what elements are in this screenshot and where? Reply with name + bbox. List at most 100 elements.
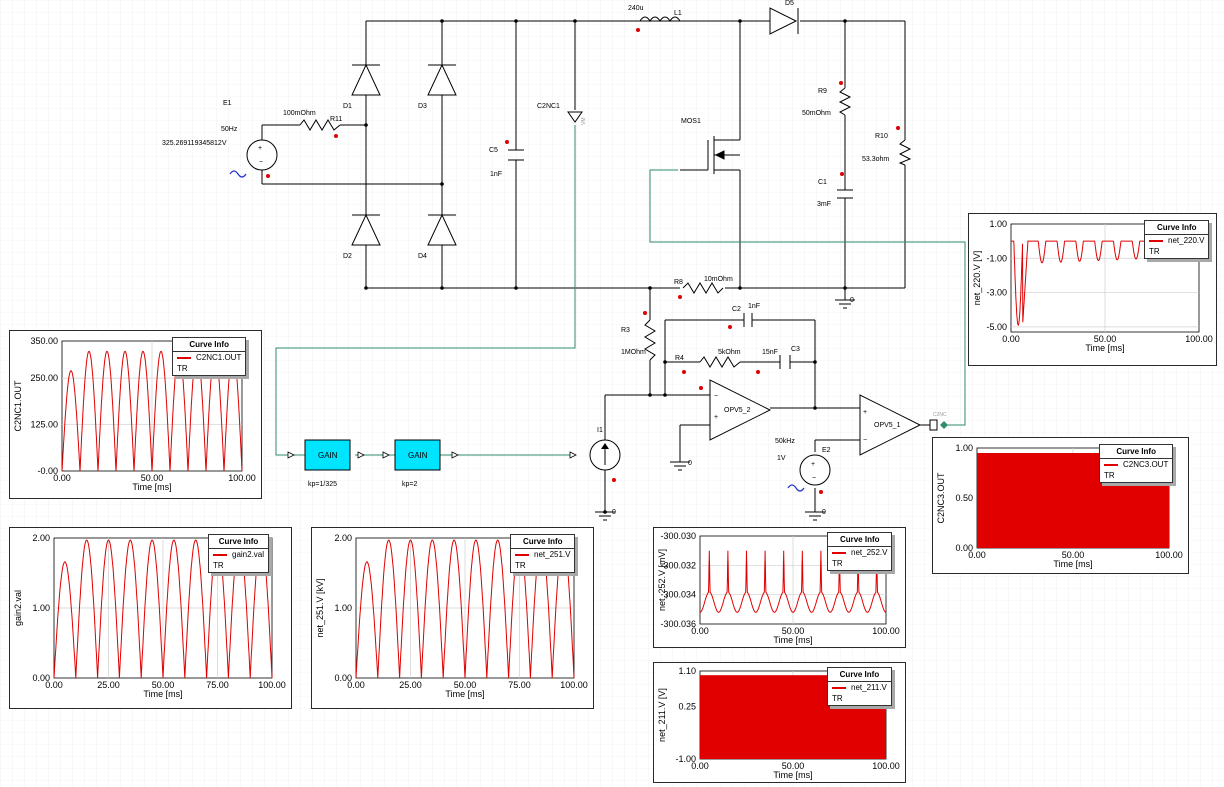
c1-value: 3mF bbox=[817, 201, 831, 208]
diode-d3[interactable] bbox=[427, 63, 457, 96]
c5-name: C5 bbox=[489, 147, 498, 154]
legend-analysis-type: TR bbox=[213, 561, 224, 570]
capacitor-c1[interactable] bbox=[837, 172, 853, 199]
r4-value: 5kOhm bbox=[718, 349, 741, 356]
c3-value: 15nF bbox=[762, 349, 778, 356]
resistor-r10[interactable] bbox=[896, 126, 912, 166]
i1-name: I1 bbox=[597, 427, 603, 434]
y-axis-label: net_211.V [V] bbox=[657, 688, 667, 742]
resistor-r3[interactable] bbox=[643, 311, 656, 361]
y-axis-label: gain2.val bbox=[13, 590, 23, 626]
resistor-r9[interactable] bbox=[838, 81, 852, 116]
y-tick-label: 0.00 bbox=[32, 673, 50, 683]
svg-text:+: + bbox=[863, 409, 867, 416]
legend-entry[interactable]: net_211.V bbox=[828, 682, 891, 694]
diode-d4[interactable] bbox=[427, 213, 457, 246]
diode-d5[interactable] bbox=[769, 7, 799, 35]
sensor-c2nc1[interactable]: VM bbox=[567, 111, 587, 125]
x-tick-label: 100.00 bbox=[1185, 334, 1213, 344]
series-line bbox=[699, 550, 887, 613]
source-i1[interactable] bbox=[589, 439, 621, 482]
capacitor-c3[interactable] bbox=[756, 355, 791, 374]
r8-name: R8 bbox=[674, 279, 683, 286]
diode-d2[interactable] bbox=[351, 213, 381, 246]
r8-value: 10mOhm bbox=[704, 276, 733, 283]
x-tick-label: 100.00 bbox=[228, 473, 256, 483]
capacitor-c5[interactable] bbox=[505, 140, 524, 161]
y-tick-label: -1.00 bbox=[986, 253, 1007, 263]
legend-entry[interactable]: net_252.V bbox=[828, 547, 891, 559]
d4-name: D4 bbox=[418, 253, 427, 260]
x-tick-label: 0.00 bbox=[1002, 334, 1020, 344]
capacitor-c2[interactable] bbox=[728, 313, 753, 329]
c2-value: 1nF bbox=[748, 303, 760, 310]
y-tick-label: 125.00 bbox=[30, 420, 58, 430]
y-axis-label: C2NC3.OUT bbox=[936, 472, 946, 524]
legend-swatch bbox=[832, 552, 846, 554]
mosfet-mos1[interactable] bbox=[707, 136, 740, 174]
x-tick-label: 100.00 bbox=[258, 680, 286, 690]
gain-block-1[interactable] bbox=[287, 439, 365, 471]
opamp-opv5-1[interactable]: + − bbox=[859, 394, 922, 456]
y-axis-label: net_220.V [V] bbox=[972, 251, 982, 306]
legend-title: Curve Info bbox=[209, 535, 269, 549]
inductor-l1[interactable] bbox=[636, 16, 681, 32]
gain-1-param: kp=1/325 bbox=[308, 481, 337, 488]
legend-analysis-type: TR bbox=[1149, 247, 1160, 256]
opv5-1-name: OPV5_1 bbox=[874, 422, 901, 429]
x-tick-label: 50.00 bbox=[141, 473, 164, 483]
resistor-r11[interactable] bbox=[299, 119, 341, 138]
source-e2[interactable]: + − bbox=[787, 454, 831, 494]
legend-entry[interactable]: C2NC1.OUT bbox=[173, 352, 245, 364]
junction-dots bbox=[364, 19, 847, 514]
x-axis-label: Time [ms] bbox=[773, 635, 812, 645]
diode-d1[interactable] bbox=[351, 63, 381, 96]
resistor-r4[interactable] bbox=[682, 356, 741, 374]
legend-series-name: C2NC3.OUT bbox=[1123, 460, 1169, 469]
x-tick-label: 50.00 bbox=[1062, 550, 1085, 560]
e2-name: E2 bbox=[822, 447, 831, 454]
x-tick-label: 0.00 bbox=[968, 550, 986, 560]
y-tick-label: 0.00 bbox=[955, 543, 973, 553]
legend-entry[interactable]: gain2.val bbox=[209, 549, 268, 561]
resistor-r8[interactable] bbox=[678, 282, 725, 299]
legend-entry[interactable]: net_220.V bbox=[1145, 235, 1208, 247]
source-e1[interactable]: + − bbox=[229, 139, 278, 178]
legend-analysis-type: TR bbox=[515, 561, 526, 570]
x-tick-label: 100.00 bbox=[560, 680, 588, 690]
c2nc-out-name: C2NC bbox=[933, 412, 947, 418]
legend-series-name: net_252.V bbox=[851, 548, 888, 557]
r9-value: 50mOhm bbox=[802, 110, 831, 117]
y-tick-label: -300.032 bbox=[660, 560, 696, 570]
legend-entry[interactable]: C2NC3.OUT bbox=[1100, 459, 1172, 471]
legend-swatch bbox=[832, 687, 846, 689]
e2-freq: 50kHz bbox=[775, 438, 795, 445]
opamp-opv5-2[interactable]: − + bbox=[699, 379, 772, 441]
legend-title: Curve Info bbox=[173, 338, 246, 352]
y-tick-label: 250.00 bbox=[30, 373, 58, 383]
x-tick-label: 50.00 bbox=[782, 626, 805, 636]
c5-value: 1nF bbox=[490, 171, 502, 178]
gain-block-2[interactable] bbox=[382, 439, 577, 471]
legend-entry[interactable]: net_251.V bbox=[511, 549, 574, 561]
legend-title: Curve Info bbox=[1100, 445, 1173, 459]
output-c2nc[interactable] bbox=[929, 419, 948, 431]
e1-name: E1 bbox=[223, 100, 232, 107]
y-tick-label: 2.00 bbox=[32, 533, 50, 543]
